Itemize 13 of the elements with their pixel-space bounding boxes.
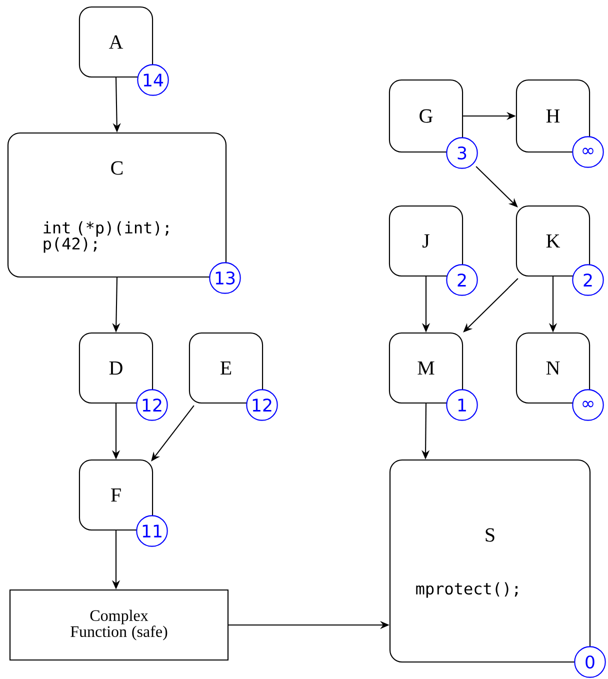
number-badge: ∞: [572, 389, 604, 421]
number-badge: 1: [446, 389, 478, 421]
number-badge: 12: [136, 389, 168, 421]
function-box: Complex Function (safe): [9, 589, 229, 661]
number-badge: 3: [446, 137, 478, 169]
number-badge: 13: [209, 262, 241, 294]
number-badge: 2: [572, 264, 604, 296]
number-badge: 2: [446, 264, 478, 296]
number-badge: 11: [136, 515, 168, 547]
number-badge: 14: [137, 64, 169, 96]
number-badge: 0: [574, 646, 606, 678]
number-badge: ∞: [572, 136, 604, 168]
number-badge: 12: [246, 389, 278, 421]
